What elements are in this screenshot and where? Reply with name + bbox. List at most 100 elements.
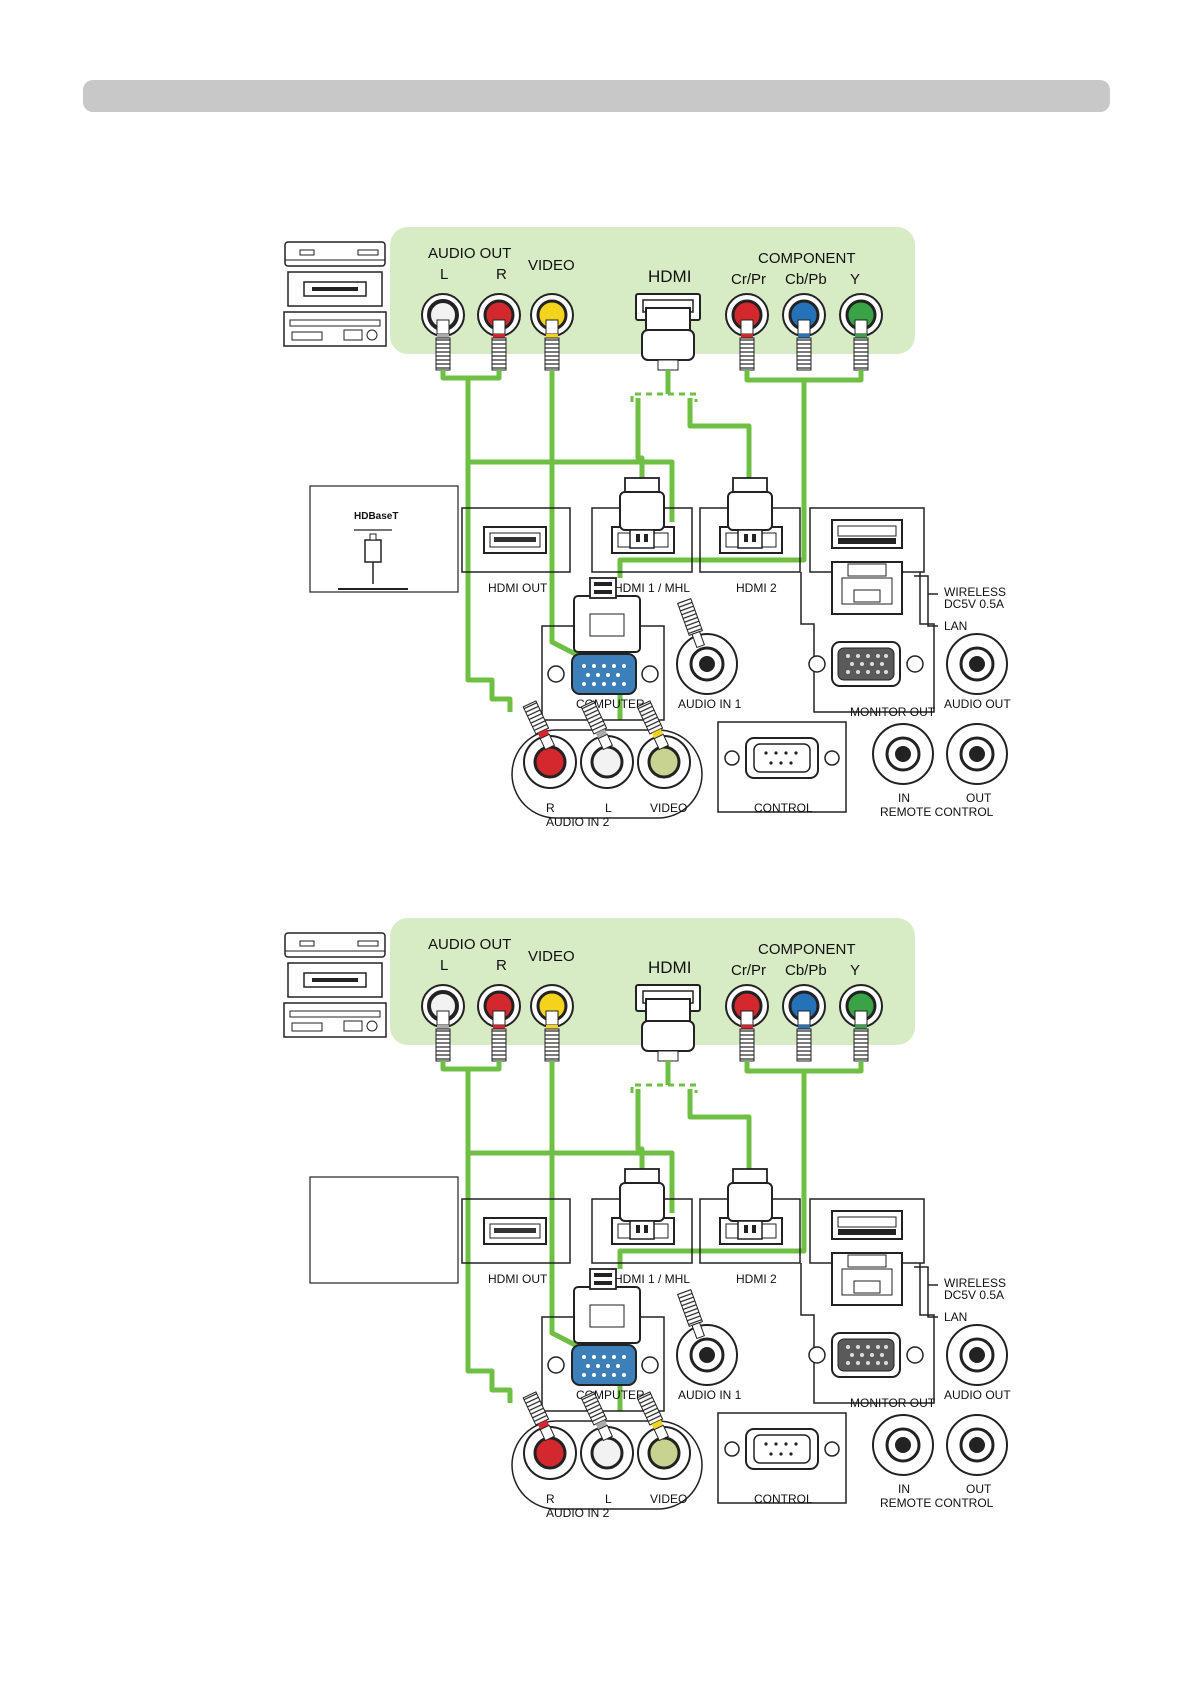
hdbaset-box: HDBaseT: [309, 485, 459, 593]
monitor-out-port: [808, 641, 924, 687]
remote-control-label: REMOTE CONTROL: [880, 805, 994, 819]
dc5v-label: DC5V 0.5A: [944, 597, 1004, 611]
computer-port: [547, 653, 659, 695]
source-cr-jack: [725, 984, 769, 1028]
vga-connector: [573, 577, 641, 653]
audio-in1-jack: [676, 633, 738, 695]
source-devices-icon: [283, 932, 387, 1038]
remote-out-jack: [946, 723, 1008, 785]
remote-in-label: IN: [898, 1482, 910, 1496]
wireless-label: WIRELESS: [944, 585, 1006, 599]
source-rca-plugs: [435, 319, 869, 371]
source-video-jack: [530, 984, 574, 1028]
audio-in2-plugs: [522, 700, 670, 751]
hdbaset-box: [309, 1176, 459, 1284]
hdmi2-label: HDMI 2: [736, 581, 777, 595]
audio-in2-label: AUDIO IN 2: [546, 815, 610, 829]
video-title: VIDEO: [528, 257, 575, 274]
lan-label: LAN: [944, 619, 967, 633]
connection-diagram: AUDIO OUT L R VIDEO HDMI COMPONENT Cr/Pr…: [283, 918, 1011, 1520]
video-in-label: VIDEO: [650, 801, 687, 815]
hdmi1-plug: [619, 1168, 665, 1240]
source-audio-l-jack: [421, 984, 465, 1028]
audio-in1-label: AUDIO IN 1: [678, 697, 742, 711]
source-hdmi-plug: [641, 998, 695, 1062]
audio-in2-r-jack: [523, 1426, 577, 1480]
wireless-label: WIRELESS: [944, 1276, 1006, 1290]
hdmi-split-bracket: [630, 1083, 698, 1093]
audio-r-label: R: [496, 957, 507, 974]
cr-pr-label: Cr/Pr: [731, 271, 766, 288]
hdmi-title: HDMI: [648, 267, 691, 286]
cb-pb-label: Cb/Pb: [785, 962, 827, 979]
audio-out-label: AUDIO OUT: [944, 697, 1011, 711]
audio-out-jack: [946, 1324, 1008, 1386]
lan-label: LAN: [944, 1310, 967, 1324]
component-title: COMPONENT: [758, 941, 856, 958]
audio-in2-r-label: R: [546, 801, 555, 815]
computer-port: [547, 1344, 659, 1386]
lan-port: [831, 1252, 903, 1306]
remote-control-label: REMOTE CONTROL: [880, 1496, 994, 1510]
remote-out-label: OUT: [966, 791, 992, 805]
remote-in-label: IN: [898, 791, 910, 805]
hdmi2-plug: [727, 1168, 773, 1240]
monitor-out-label: MONITOR OUT: [850, 705, 936, 719]
remote-in-jack: [872, 723, 934, 785]
vga-connector: [573, 1268, 641, 1344]
hdmi-out-port: [483, 526, 547, 554]
audio-in1-label: AUDIO IN 1: [678, 1388, 742, 1402]
control-label: CONTROL: [754, 1492, 813, 1506]
hdmi-split-bracket: [630, 392, 698, 402]
hdmi-out-label: HDMI OUT: [488, 581, 548, 595]
control-port: [724, 737, 840, 779]
control-label: CONTROL: [754, 801, 813, 815]
remote-in-jack: [872, 1414, 934, 1476]
audio-in2-label: AUDIO IN 2: [546, 1506, 610, 1520]
usb-port: [831, 1210, 903, 1240]
hdmi-out-label: HDMI OUT: [488, 1272, 548, 1286]
audio-in2-l-jack: [580, 1426, 634, 1480]
source-cb-jack: [782, 984, 826, 1028]
lan-bracket: [914, 1266, 938, 1318]
cr-pr-label: Cr/Pr: [731, 962, 766, 979]
audio-in2-plugs: [522, 1391, 670, 1442]
audio-out-jack: [946, 633, 1008, 695]
audio-l-label: L: [440, 957, 448, 974]
monitor-out-port: [808, 1332, 924, 1378]
control-port: [724, 1428, 840, 1470]
y-label: Y: [850, 962, 860, 979]
hdmi2-label: HDMI 2: [736, 1272, 777, 1286]
audio-out-label: AUDIO OUT: [944, 1388, 1011, 1402]
monitor-out-label: MONITOR OUT: [850, 1396, 936, 1410]
lan-port: [831, 561, 903, 615]
hdmi1-mhl-label: HDMI 1 / MHL: [614, 1272, 690, 1286]
connection-diagram: AUDIO OUT L R VIDEO HDMI COMPONENT Cr/Pr…: [283, 227, 1011, 829]
audio-l-label: L: [440, 266, 448, 283]
source-audio-l-jack: [421, 293, 465, 337]
diagram-no-hdbaset: AUDIO OUT L R VIDEO HDMI COMPONENT Cr/Pr…: [280, 913, 1020, 1573]
remote-out-jack: [946, 1414, 1008, 1476]
video-in-jack: [637, 1426, 691, 1480]
audio-in2-l-label: L: [605, 801, 612, 815]
cb-pb-label: Cb/Pb: [785, 271, 827, 288]
hdmi-out-port: [483, 1217, 547, 1245]
y-label: Y: [850, 271, 860, 288]
source-devices-icon: [283, 241, 387, 347]
audio-in2-r-label: R: [546, 1492, 555, 1506]
dc5v-label: DC5V 0.5A: [944, 1288, 1004, 1302]
hdbaset-port-icon: [338, 529, 408, 590]
source-y-jack: [839, 984, 883, 1028]
component-title: COMPONENT: [758, 250, 856, 267]
audio-in1-plug: [676, 1288, 706, 1340]
video-in-label: VIDEO: [650, 1492, 687, 1506]
audio-r-label: R: [496, 266, 507, 283]
source-hdmi-plug: [641, 307, 695, 371]
hdbaset-label: HDBaseT: [354, 511, 398, 522]
source-audio-r-jack: [477, 984, 521, 1028]
source-cr-jack: [725, 293, 769, 337]
hdmi-title: HDMI: [648, 958, 691, 977]
audio-in1-plug: [676, 597, 706, 649]
audio-in1-jack: [676, 1324, 738, 1386]
audio-out-title: AUDIO OUT: [428, 245, 511, 262]
